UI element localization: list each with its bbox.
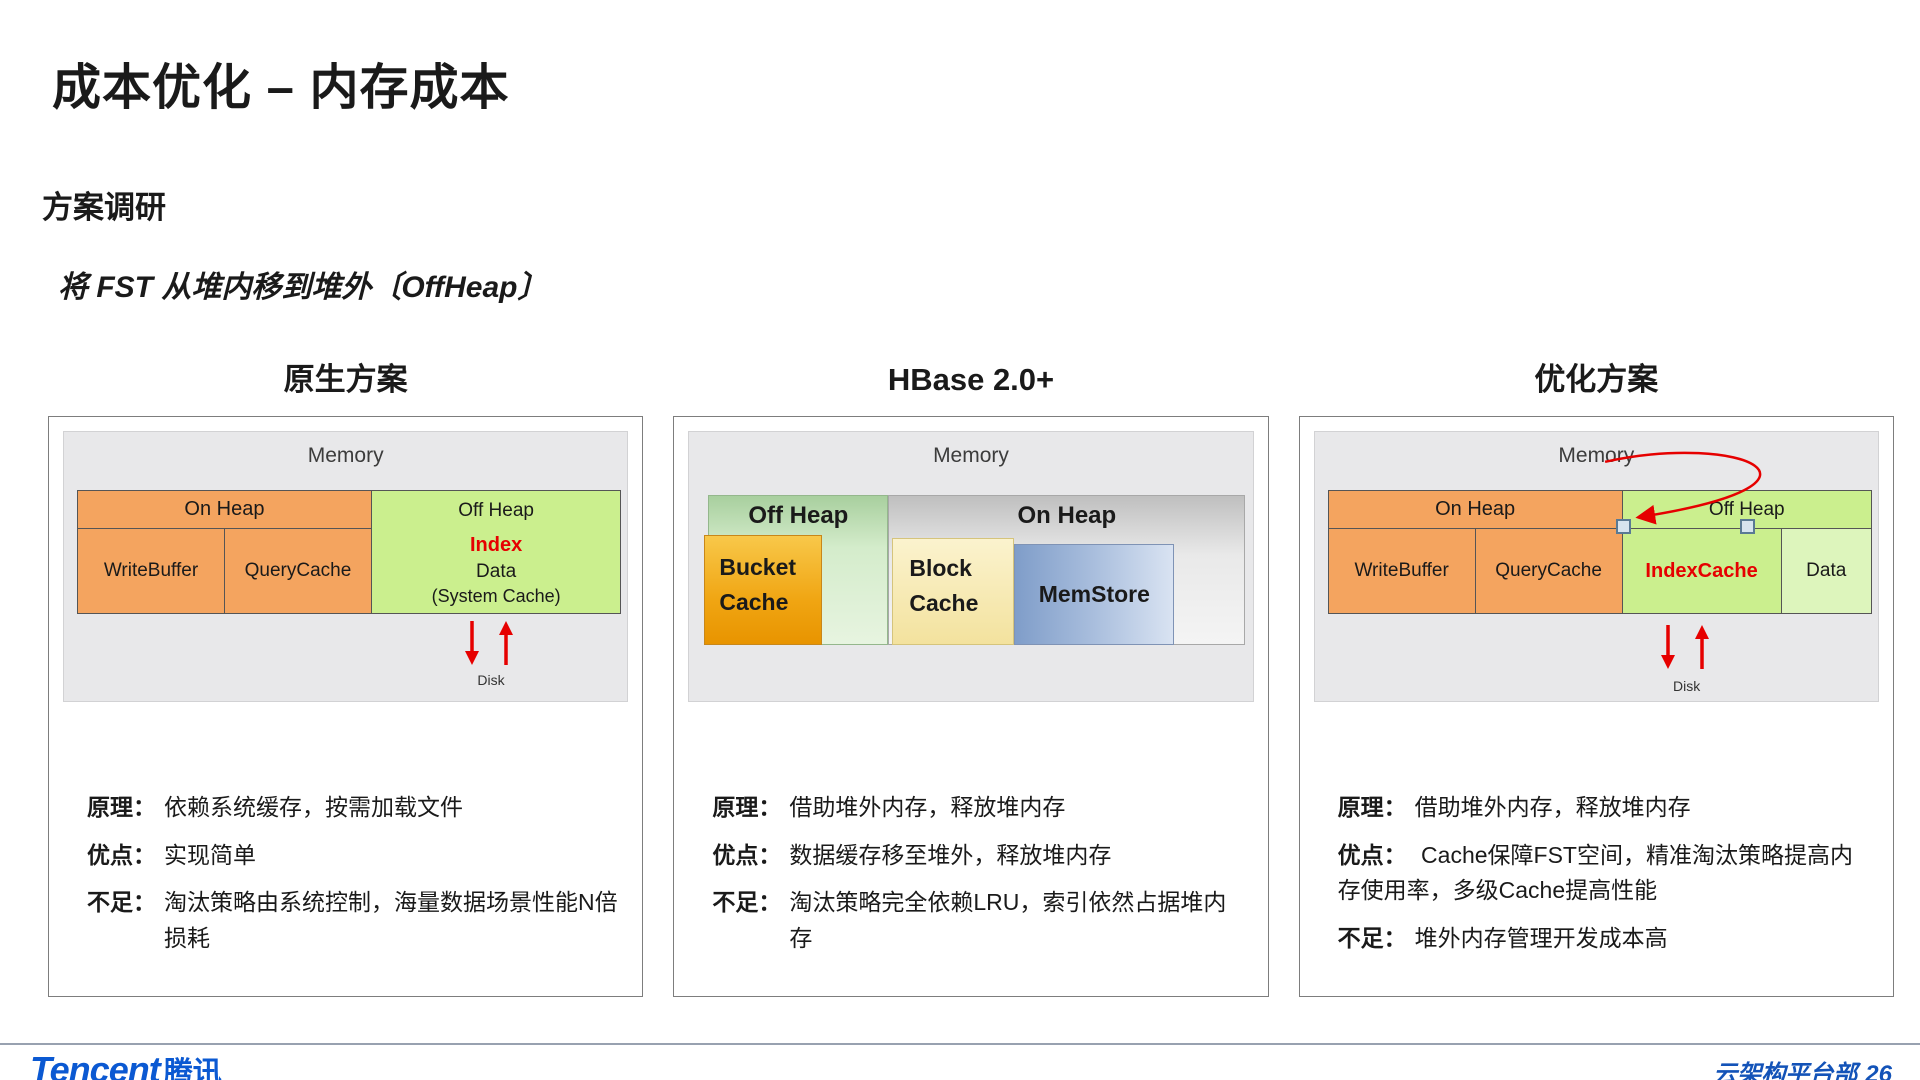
arrow-down-icon	[465, 621, 479, 665]
on-heap-header: On Heap	[1328, 491, 1622, 529]
note-text: 实现简单	[164, 841, 256, 868]
query-cache-cell: QueryCache	[223, 529, 371, 613]
query-cache-cell: QueryCache	[1474, 529, 1622, 613]
bucket-cache-box: Bucket Cache	[704, 535, 823, 645]
note-principle: 原理： 借助堆外内存，释放堆内存	[712, 790, 1243, 826]
data-cell: Data	[1781, 529, 1871, 613]
note-label: 不足：	[712, 889, 782, 916]
note-label: 原理：	[87, 794, 156, 820]
brand-name-cn: 腾讯	[163, 1057, 222, 1080]
scheme-card-optimized: Memory On Heap WriteBuffer QueryCache Of…	[1298, 416, 1894, 997]
off-heap-header: Off Heap	[748, 502, 849, 529]
disk-arrows	[464, 620, 514, 666]
scheme-column-hbase: HBase 2.0+ Memory Off Heap On Heap Bucke…	[673, 360, 1269, 997]
scheme-columns: 原生方案 Memory On Heap WriteBuffer QueryCac…	[48, 360, 1894, 997]
connector-square-icon	[1739, 519, 1755, 534]
note-text: 堆外内存管理开发成本高	[1414, 924, 1668, 951]
note-shortcoming: 不足： 堆外内存管理开发成本高	[1338, 921, 1869, 957]
heap-table: On Heap WriteBuffer QueryCache Off Heap …	[77, 490, 622, 614]
note-text: 淘汰策略完全依赖LRU，索引依然占据堆内存	[789, 889, 1227, 951]
note-text: Cache保障FST空间，精准淘汰策略提高内存使用率，多级Cache提高性能	[1337, 841, 1853, 904]
footer-department: 云架构平台部 26	[1713, 1054, 1892, 1080]
on-heap-header: On Heap	[1017, 502, 1117, 529]
note-text: 数据缓存移至堆外，释放堆内存	[789, 841, 1112, 868]
disk-arrows	[1660, 624, 1710, 670]
note-text: 依赖系统缓存，按需加载文件	[164, 794, 463, 820]
disk-label: Disk	[477, 672, 505, 688]
on-heap-cells: WriteBuffer QueryCache	[1328, 529, 1622, 613]
page-number: 26	[1865, 1061, 1892, 1080]
note-label: 原理：	[1337, 794, 1407, 820]
memstore-box: MemStore	[1014, 544, 1175, 645]
note-label: 优点：	[87, 841, 156, 868]
scheme-card-native: Memory On Heap WriteBuffer QueryCache Of…	[48, 416, 644, 997]
note-label: 原理：	[712, 794, 782, 820]
note-label: 优点：	[712, 841, 782, 868]
section-heading: 方案调研	[42, 190, 166, 225]
intro-text: 将 FST 从堆内移到堆外〔OffHeap〕	[58, 271, 548, 304]
memory-label: Memory	[307, 444, 384, 467]
note-text: 借助堆外内存，释放堆内存	[1414, 794, 1691, 820]
scheme-card-hbase: Memory Off Heap On Heap Bucket Cache Blo…	[673, 416, 1269, 997]
department-name: 云架构平台部	[1713, 1061, 1858, 1080]
off-heap-section: Off Heap Index Data (System Cache)	[370, 490, 622, 614]
note-text: 借助堆外内存，释放堆内存	[789, 794, 1066, 820]
scheme-column-native: 原生方案 Memory On Heap WriteBuffer QueryCac…	[48, 360, 644, 997]
memory-diagram-native: Memory On Heap WriteBuffer QueryCache Of…	[63, 431, 629, 702]
notes-optimized: 原理： 借助堆外内存，释放堆内存 优点： Cache保障FST空间，精准淘汰策略…	[1314, 702, 1879, 957]
index-label: Index	[469, 533, 523, 556]
memory-label: Memory	[933, 444, 1009, 467]
memory-label: Memory	[1558, 444, 1635, 467]
off-heap-cells: IndexCache Data	[1622, 529, 1871, 613]
note-advantage: 优点： 实现简单	[87, 838, 618, 874]
heap-table: On Heap WriteBuffer QueryCache Off Heap …	[1327, 490, 1872, 614]
index-cache-cell: IndexCache	[1622, 529, 1782, 613]
note-advantage: 优点： 数据缓存移至堆外，释放堆内存	[712, 838, 1243, 874]
arrow-up-icon	[1694, 625, 1709, 669]
on-heap-cells: WriteBuffer QueryCache	[78, 529, 371, 613]
brand-name: Tencent	[30, 1049, 161, 1080]
note-shortcoming: 不足： 淘汰策略完全依赖LRU，索引依然占据堆内存	[712, 885, 1243, 956]
note-principle: 原理： 依赖系统缓存，按需加载文件	[87, 790, 618, 826]
note-principle: 原理： 借助堆外内存，释放堆内存	[1338, 790, 1869, 826]
page-title: 成本优化 – 内存成本	[52, 61, 510, 115]
note-advantage: 优点： Cache保障FST空间，精准淘汰策略提高内存使用率，多级Cache提高…	[1338, 838, 1869, 909]
write-buffer-cell: WriteBuffer	[1328, 529, 1475, 613]
on-heap-header: On Heap	[78, 491, 371, 529]
notes-native: 原理： 依赖系统缓存，按需加载文件 优点： 实现简单 不足： 淘汰策略由系统控制…	[63, 702, 628, 957]
note-text: 淘汰策略由系统控制，海量数据场景性能N倍损耗	[164, 889, 618, 951]
block-cache-box: Block Cache	[892, 538, 1015, 645]
scheme-column-optimized: 优化方案 Memory On Heap WriteBuffer QueryCac…	[1298, 360, 1894, 997]
memory-diagram-optimized: Memory On Heap WriteBuffer QueryCache Of…	[1313, 431, 1879, 702]
column-heading-optimized: 优化方案	[1534, 362, 1659, 397]
note-label: 不足：	[1337, 924, 1407, 951]
connector-square-icon	[1615, 519, 1631, 534]
system-cache-label: (System Cache)	[431, 586, 561, 607]
note-shortcoming: 不足： 淘汰策略由系统控制，海量数据场景性能N倍损耗	[87, 885, 618, 956]
note-label: 优点：	[1337, 841, 1407, 868]
off-heap-header: Off Heap	[458, 500, 534, 521]
write-buffer-cell: WriteBuffer	[78, 529, 224, 613]
column-heading-native: 原生方案	[283, 362, 408, 397]
arrow-up-icon	[499, 621, 513, 665]
footer-divider	[0, 1043, 1920, 1045]
column-heading-hbase: HBase 2.0+	[887, 362, 1055, 397]
on-heap-section: On Heap WriteBuffer QueryCache	[77, 490, 371, 614]
notes-hbase: 原理： 借助堆外内存，释放堆内存 优点： 数据缓存移至堆外，释放堆内存 不足： …	[688, 702, 1253, 957]
data-label: Data	[476, 560, 517, 582]
memory-diagram-hbase: Memory Off Heap On Heap Bucket Cache Blo…	[688, 431, 1254, 702]
off-heap-section: Off Heap IndexCache Data	[1621, 490, 1872, 614]
disk-label: Disk	[1673, 678, 1701, 694]
on-heap-section: On Heap WriteBuffer QueryCache	[1327, 490, 1622, 614]
note-label: 不足：	[87, 889, 156, 916]
arrow-down-icon	[1660, 625, 1675, 669]
